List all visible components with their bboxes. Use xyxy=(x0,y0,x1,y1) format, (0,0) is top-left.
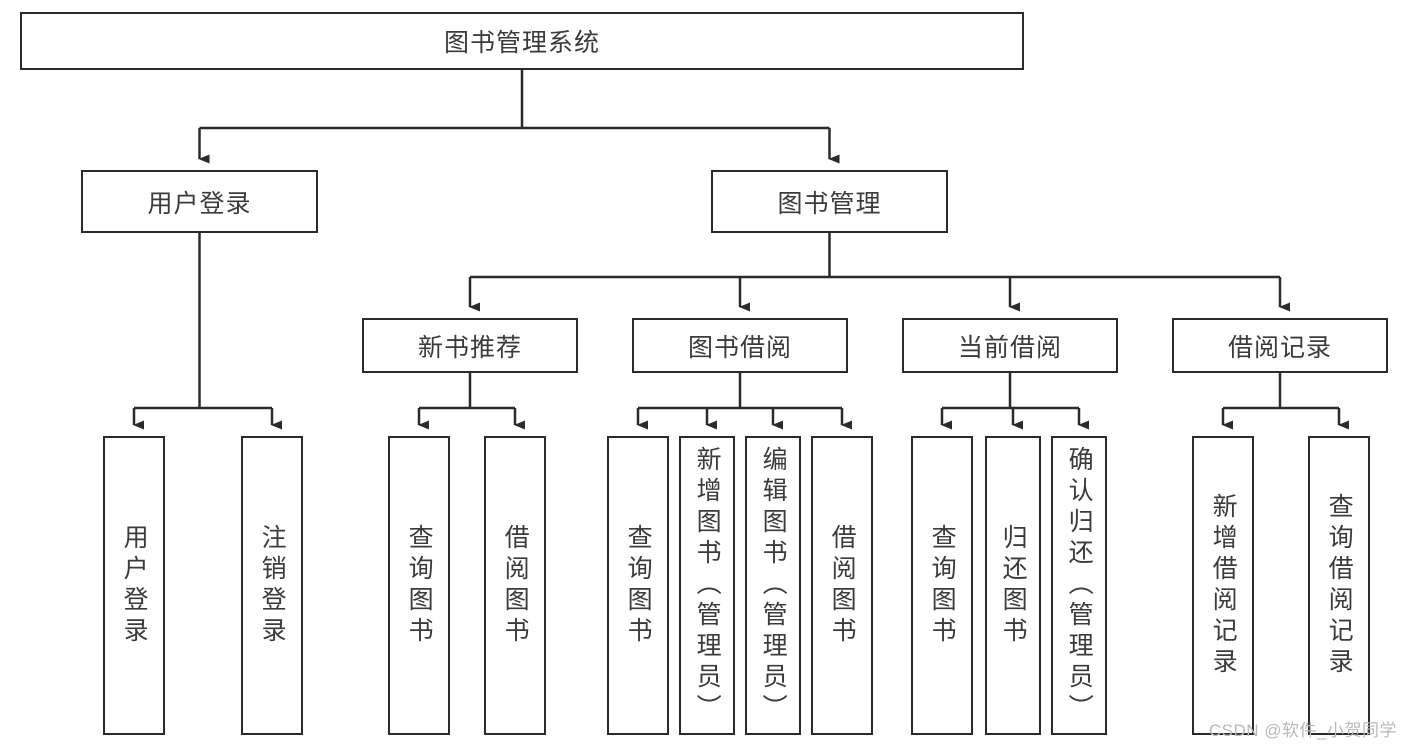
node-new-book-rec[interactable]: 新书推荐 xyxy=(362,318,578,373)
node-label: 新书推荐 xyxy=(417,333,522,362)
node-current-borrow[interactable]: 当前借阅 xyxy=(902,318,1118,373)
node-label: 查询图书 xyxy=(928,523,957,648)
node-leaf-edit-book[interactable]: 编辑图书（管理员） xyxy=(745,436,801,735)
node-label: 查询图书 xyxy=(624,523,653,648)
node-label: 编辑图书（管理员） xyxy=(759,446,788,725)
node-label: 图书借阅 xyxy=(687,333,792,362)
node-leaf-confirm-return[interactable]: 确认归还（管理员） xyxy=(1051,436,1107,735)
node-user-login[interactable]: 用户登录 xyxy=(81,170,318,233)
node-leaf-query-book-borrow[interactable]: 查询图书 xyxy=(607,436,669,735)
node-label: 用户登录 xyxy=(147,189,252,218)
node-leaf-logout[interactable]: 注销登录 xyxy=(241,436,303,735)
node-leaf-add-book[interactable]: 新增图书（管理员） xyxy=(679,436,735,735)
node-leaf-borrow-book-rec[interactable]: 借阅图书 xyxy=(484,436,546,735)
node-label: 确认归还（管理员） xyxy=(1065,446,1094,725)
node-leaf-borrow-book[interactable]: 借阅图书 xyxy=(811,436,873,735)
node-leaf-add-record[interactable]: 新增借阅记录 xyxy=(1192,436,1254,735)
node-leaf-return-book[interactable]: 归还图书 xyxy=(985,436,1041,735)
node-label: 注销登录 xyxy=(258,523,287,648)
node-book-borrow[interactable]: 图书借阅 xyxy=(632,318,848,373)
node-label: 新增借阅记录 xyxy=(1209,492,1238,679)
node-label: 图书管理系统 xyxy=(443,29,600,57)
node-book-manage[interactable]: 图书管理 xyxy=(711,170,948,233)
node-leaf-query-book-rec[interactable]: 查询图书 xyxy=(388,436,450,735)
node-label: 借阅记录 xyxy=(1227,333,1332,362)
node-leaf-query-book-current[interactable]: 查询图书 xyxy=(911,436,973,735)
watermark-text: CSDN @软件_小贺同学 xyxy=(1208,721,1397,740)
node-label: 新增图书（管理员） xyxy=(693,446,722,725)
node-label: 借阅图书 xyxy=(501,523,530,648)
node-borrow-record[interactable]: 借阅记录 xyxy=(1172,318,1388,373)
node-root[interactable]: 图书管理系统 xyxy=(20,12,1024,70)
node-leaf-user-login[interactable]: 用户登录 xyxy=(103,436,165,735)
node-label: 借阅图书 xyxy=(828,523,857,648)
node-label: 归还图书 xyxy=(999,523,1028,648)
node-label: 当前借阅 xyxy=(957,333,1062,362)
node-label: 图书管理 xyxy=(777,189,882,218)
node-label: 查询借阅记录 xyxy=(1325,492,1354,679)
node-label: 查询图书 xyxy=(405,523,434,648)
node-label: 用户登录 xyxy=(120,523,149,648)
node-leaf-query-record[interactable]: 查询借阅记录 xyxy=(1308,436,1370,735)
